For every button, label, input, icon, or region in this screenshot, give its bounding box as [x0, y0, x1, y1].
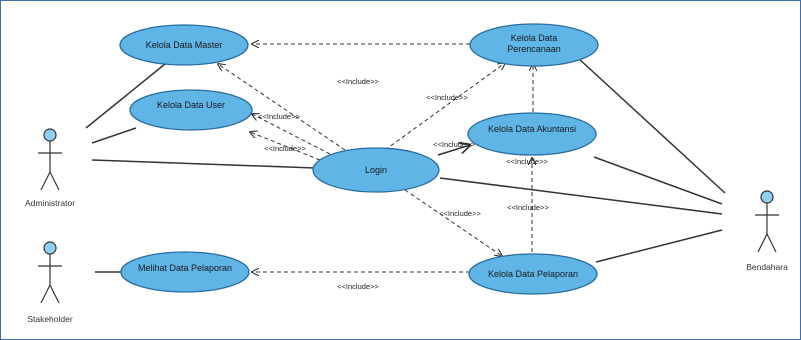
usecase-kelola-data-perencanaan-label-1: Kelola Data [511, 33, 558, 43]
actor-administrator-head-icon [43, 128, 57, 142]
actor-stakeholder-head-icon [43, 241, 57, 255]
usecase-kelola-data-akuntansi-label: Kelola Data Akuntansi [488, 124, 576, 134]
include-label-login-pelaporan: <<Include>> [439, 209, 481, 218]
include-label-login-akuntansi: <<Include>> [433, 140, 475, 149]
usecase-kelola-data-master-label: Kelola Data Master [146, 40, 223, 50]
usecase-kelola-data-perencanaan-label-2: Perencanaan [507, 44, 561, 54]
include-arrow-login-akuntansi [437, 145, 470, 156]
actor-bendahara-label: Bendahara [746, 262, 788, 272]
actor-bendahara[interactable] [755, 190, 779, 253]
actor-administrator[interactable] [38, 128, 62, 191]
actor-stakeholder-label: Stakeholder [27, 314, 73, 324]
usecase-kelola-data-pelaporan-label: Kelola Data Pelaporan [488, 269, 578, 279]
usecase-login-label: Login [365, 165, 387, 175]
include-label-akuntansi-perencanaan: <<Include>> [506, 157, 548, 166]
assoc-admin-login [91, 159, 316, 169]
include-login-user-top [252, 114, 331, 155]
assoc-bendahara-login [439, 177, 723, 215]
include-label-login-user-bottom: <<Include>> [264, 144, 306, 153]
actor-bendahara-head-icon [760, 190, 774, 204]
include-label-pelaporan-akuntansi: <<Include>> [507, 203, 549, 212]
include-label-pelaporan-melihat: <<Include>> [337, 282, 379, 291]
usecase-melihat-data-pelaporan[interactable]: Melihat Data Pelaporan [120, 251, 250, 293]
usecase-kelola-data-akuntansi[interactable]: Kelola Data Akuntansi [467, 112, 597, 156]
include-label-login-user-top: <<Include>> [258, 112, 300, 121]
usecase-kelola-data-pelaporan[interactable]: Kelola Data Pelaporan [468, 253, 598, 295]
usecase-kelola-data-perencanaan[interactable]: Kelola Data Perencanaan [469, 23, 599, 67]
assoc-bendahara-kelola-data-perencanaan [577, 57, 726, 194]
include-login-user-bottom [250, 132, 321, 161]
include-login-pelaporan [404, 189, 502, 256]
include-relations [218, 44, 533, 272]
associations [85, 57, 726, 273]
include-login-perencanaan [384, 63, 505, 151]
usecase-login[interactable]: Login [312, 147, 440, 193]
assoc-bendahara-kelola-data-akuntansi [593, 156, 723, 205]
usecase-kelola-data-user[interactable]: Kelola Data User [129, 89, 253, 131]
include-login-master [218, 64, 346, 151]
include-label-login-perencanaan: <<Include>> [426, 93, 468, 102]
include-label-perencanaan-master: <<Include>> [337, 77, 379, 86]
actor-administrator-label: Administrator [25, 198, 75, 208]
usecase-melihat-data-pelaporan-label: Melihat Data Pelaporan [138, 263, 232, 273]
assoc-admin-kelola-data-user [91, 127, 137, 144]
assoc-admin-kelola-data-master [85, 63, 166, 129]
assoc-bendahara-kelola-data-pelaporan [595, 229, 723, 263]
usecase-kelola-data-user-label: Kelola Data User [157, 100, 225, 110]
actor-stakeholder[interactable] [38, 241, 62, 304]
usecase-kelola-data-master[interactable]: Kelola Data Master [119, 24, 249, 66]
